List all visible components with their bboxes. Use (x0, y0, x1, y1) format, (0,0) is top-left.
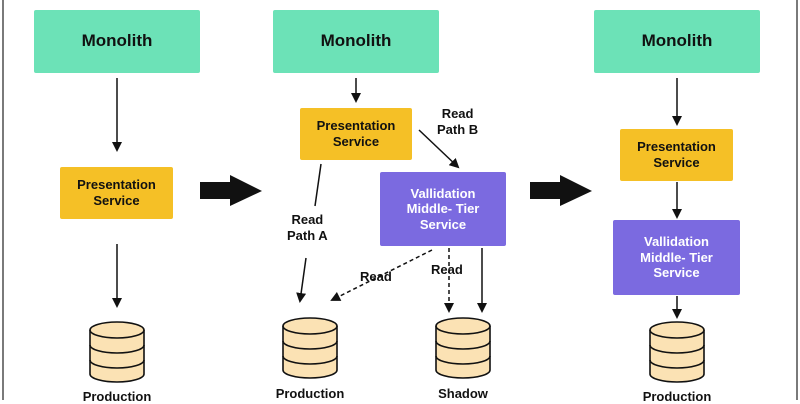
presentation-service-label: Presentation Service (637, 139, 716, 170)
monolith-label: Monolith (81, 31, 153, 51)
edge-label-read-production: Read (360, 269, 392, 284)
stage-1-to-2-arrow-icon (200, 175, 262, 206)
validation-middle-tier-service-box-stage-3: Vallidation Middle- Tier Service (613, 220, 740, 295)
edge-label-read-shadow: Read (431, 262, 463, 277)
monolith-box-stage-2: Monolith (273, 10, 439, 73)
presentation-service-box-stage-2: Presentation Service (300, 108, 412, 160)
database-label-production-stage-1: Production (82, 389, 152, 404)
monolith-box-stage-1: Monolith (34, 10, 200, 73)
monolith-label: Monolith (641, 31, 713, 51)
presentation-service-box-stage-3: Presentation Service (620, 129, 733, 181)
frame-border-left (2, 0, 4, 400)
validation-service-label: Vallidation Middle- Tier Service (406, 185, 480, 232)
database-icon (89, 321, 145, 383)
database-label-production-stage-3: Production (642, 389, 712, 404)
presentation-service-label: Presentation Service (316, 118, 396, 149)
stage-2-to-3-arrow-icon (530, 175, 592, 206)
database-icon (649, 321, 705, 383)
presentation-service-label: Presentation Service (77, 177, 156, 208)
monolith-label: Monolith (320, 31, 392, 51)
edge-label-read-path-b: Read Path B (437, 106, 479, 137)
database-icon (282, 317, 338, 379)
edge-read-path-a-lower (296, 257, 307, 303)
validation-middle-tier-service-box-stage-2: Vallidation Middle- Tier Service (380, 172, 506, 246)
edge-validation-read-production (330, 249, 433, 301)
monolith-box-stage-3: Monolith (594, 10, 760, 73)
edge-read-path-b (418, 129, 460, 169)
database-label-shadow-stage-2: Shadow (438, 386, 488, 401)
database-icon (435, 317, 491, 379)
edge-read-path-a-upper (314, 163, 322, 207)
edge-label-read-path-a: Read Path A (287, 212, 328, 243)
database-label-production-stage-2: Production (275, 386, 345, 401)
validation-service-label: Vallidation Middle- Tier Service (640, 234, 713, 281)
frame-border-right (796, 0, 798, 400)
presentation-service-box-stage-1: Presentation Service (60, 167, 173, 219)
